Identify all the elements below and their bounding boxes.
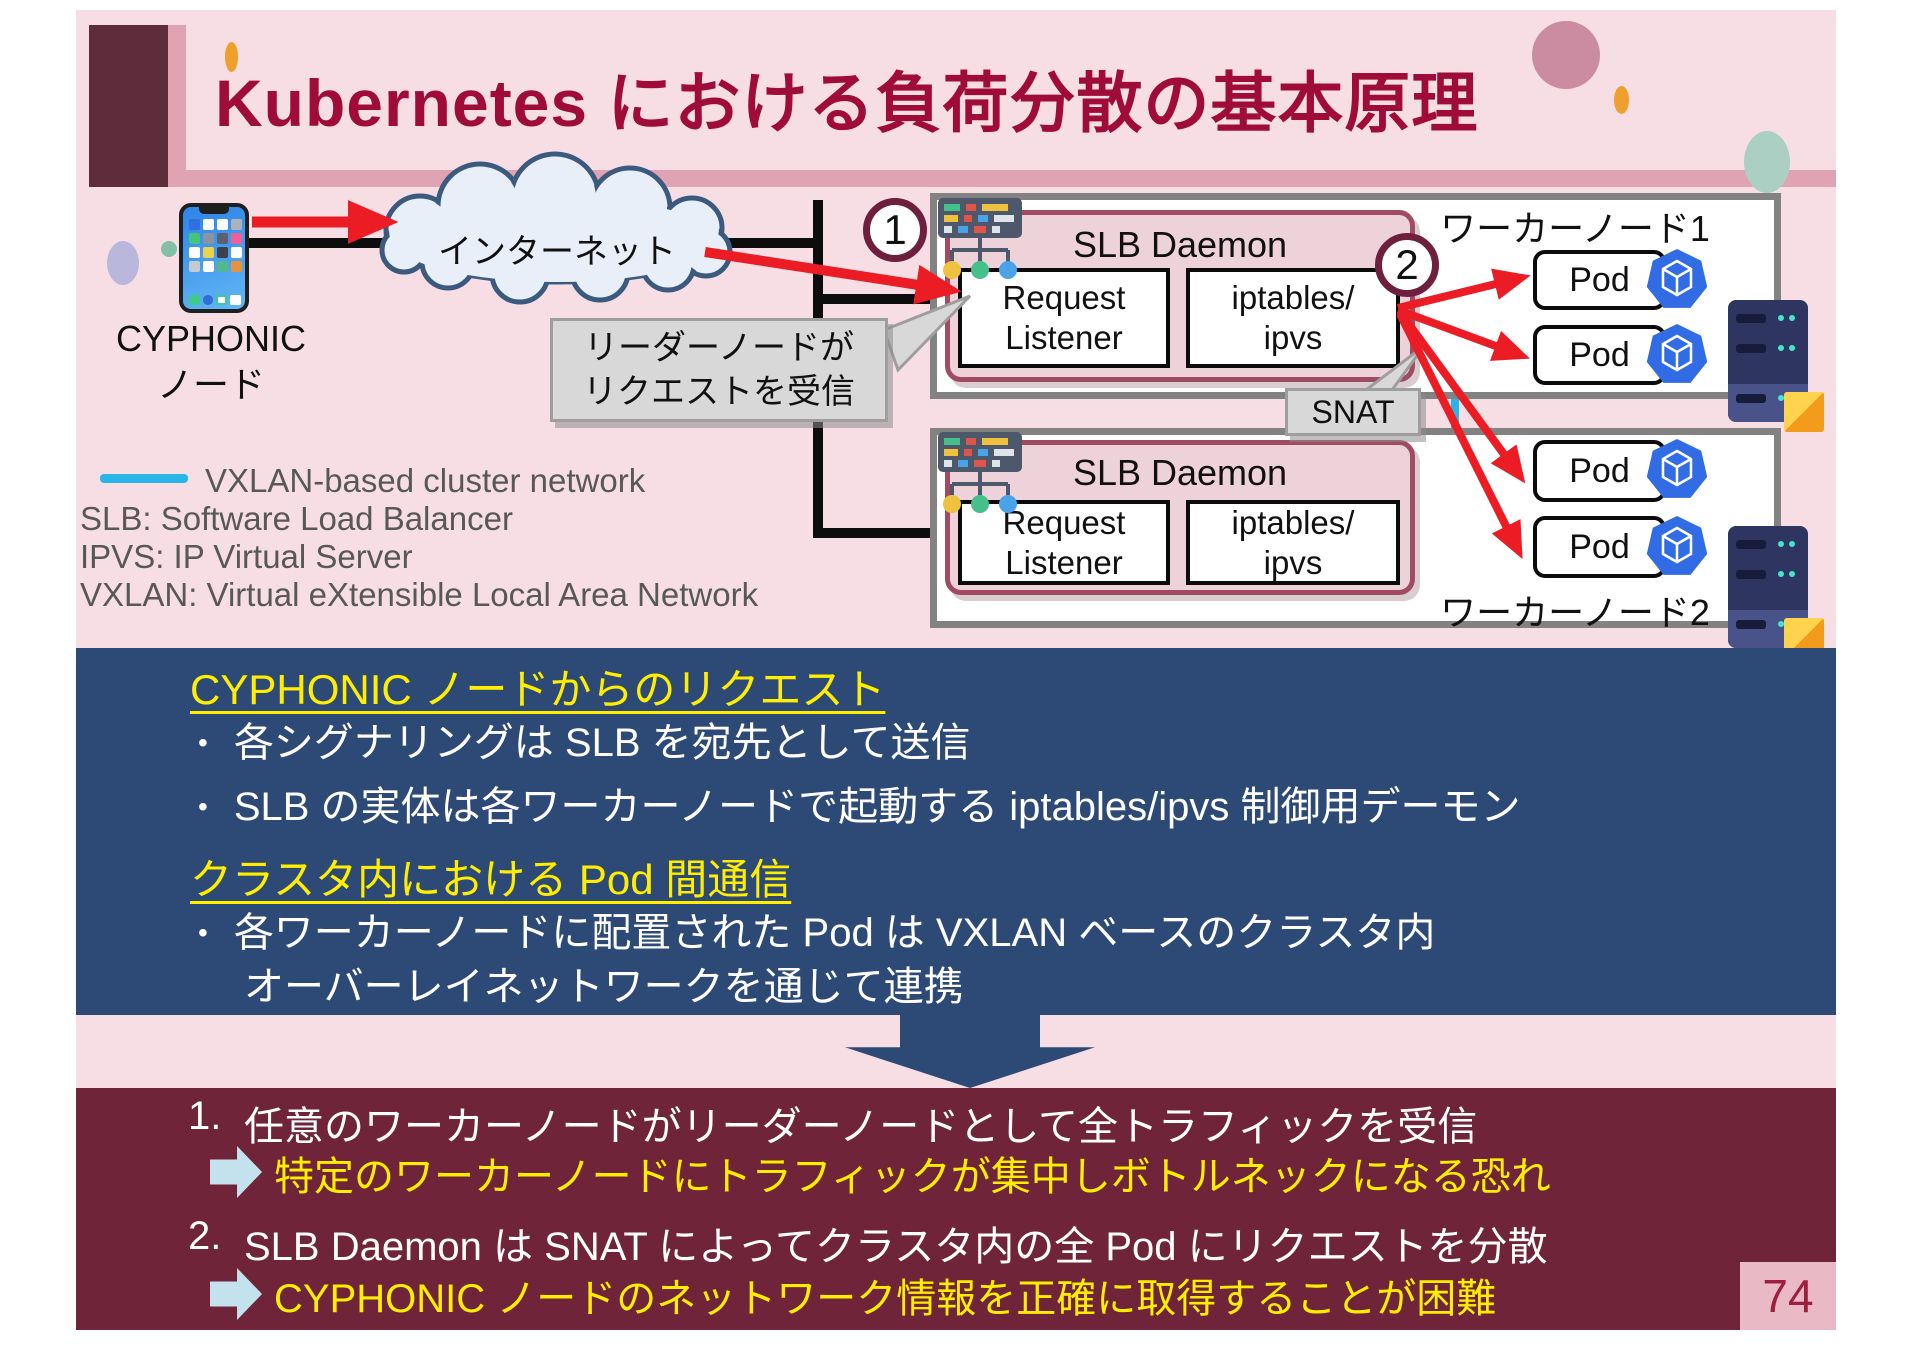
server-icon — [1728, 300, 1824, 432]
request-listener-2-box: Request Listener — [958, 500, 1170, 585]
legend-ipvs: IPVS: IP Virtual Server — [80, 538, 413, 575]
decor-orange-dot-left — [225, 42, 238, 72]
kubernetes-pod-icon — [1646, 439, 1708, 498]
decor-teal-dot — [161, 241, 177, 257]
legend-vxlan-network: VXLAN-based cluster network — [205, 462, 646, 499]
pod-box: Pod — [1533, 325, 1666, 385]
notes-panel: CYPHONIC ノードからのリクエスト 各シグナリングは SLB を宛先として… — [76, 648, 1836, 1015]
conclusion-item-1: 1. 任意のワーカーノードがリーダーノードとして全トラフィックを受信 — [188, 1094, 1478, 1149]
notes-heading-requests: CYPHONIC ノードからのリクエスト — [190, 666, 886, 713]
consequence-arrow-icon — [210, 1268, 262, 1320]
snat-callout: SNAT — [1285, 388, 1421, 436]
client-node-label-line2: ノード — [156, 364, 265, 405]
decor-teal-ellipse — [1744, 131, 1790, 193]
notes-bullet: 各ワーカーノードに配置された Pod は VXLAN ベースのクラスタ内 — [198, 900, 1436, 958]
notes-bullet-continuation: オーバーレイネットワークを通じて連携 — [244, 965, 964, 1009]
notes-heading-pod-comm: クラスタ内における Pod 間通信 — [190, 856, 792, 903]
iptables-ipvs-2-box: iptables/ ipvs — [1186, 500, 1400, 585]
vxlan-line-swatch — [100, 474, 188, 483]
server-icon — [1728, 526, 1824, 658]
slb-daemon-2-title: SLB Daemon — [1072, 452, 1288, 493]
conclusion-item-2: 2. SLB Daemon は SNAT によってクラスタ内の全 Pod にリク… — [188, 1214, 1548, 1269]
kubernetes-pod-icon — [1646, 249, 1708, 308]
kubernetes-pod-icon — [1646, 324, 1708, 383]
conclusion-consequence-1: 特定のワーカーノードにトラフィックが集中しボトルネックになる恐れ — [274, 1155, 1551, 1199]
leader-node-callout: リーダーノードが リクエストを受信 — [550, 318, 888, 422]
leader-callout-pointer — [882, 294, 972, 373]
corner-accent-block — [89, 25, 168, 187]
conclusion-consequence-2: CYPHONIC ノードのネットワーク情報を正確に取得することが困難 — [274, 1277, 1497, 1321]
client-node-label-line1: CYPHONIC — [115, 318, 307, 359]
slb-daemon-1-title: SLB Daemon — [1072, 224, 1288, 265]
worker-node-2-label: ワーカーノード2 — [1440, 592, 1710, 633]
consequence-arrow-icon — [210, 1146, 262, 1198]
corner-accent-strip — [168, 25, 186, 187]
notes-bullet: 各シグナリングは SLB を宛先として送信 — [198, 710, 971, 768]
step-2-badge: 2 — [1375, 233, 1439, 297]
step-1-badge: 1 — [863, 198, 927, 262]
pod-box: Pod — [1533, 440, 1666, 502]
kubernetes-pod-icon — [1646, 516, 1708, 575]
legend-vxlan-acronym: VXLAN: Virtual eXtensible Local Area Net… — [80, 576, 759, 613]
page-number-badge: 74 — [1740, 1262, 1836, 1330]
load-balancer-icon — [938, 432, 1022, 513]
decor-rose-circle — [1532, 21, 1600, 89]
smartphone-icon — [179, 203, 249, 313]
page-title: Kubernetes における負荷分散の基本原理 — [215, 66, 1479, 140]
pod-box: Pod — [1533, 250, 1666, 310]
decor-lavender-ellipse — [107, 241, 139, 285]
decor-orange-dot-right — [1614, 86, 1629, 114]
conclusions-panel: 1. 任意のワーカーノードがリーダーノードとして全トラフィックを受信 特定のワー… — [76, 1088, 1836, 1330]
worker-node-1-label: ワーカーノード1 — [1440, 208, 1710, 249]
request-listener-1-box: Request Listener — [958, 268, 1170, 368]
notes-bullet: SLB の実体は各ワーカーノードで起動する iptables/ipvs 制御用デ… — [198, 774, 1521, 832]
legend-slb: SLB: Software Load Balancer — [80, 500, 513, 537]
internet-label: インターネット — [438, 233, 676, 271]
pod-box: Pod — [1533, 516, 1666, 578]
